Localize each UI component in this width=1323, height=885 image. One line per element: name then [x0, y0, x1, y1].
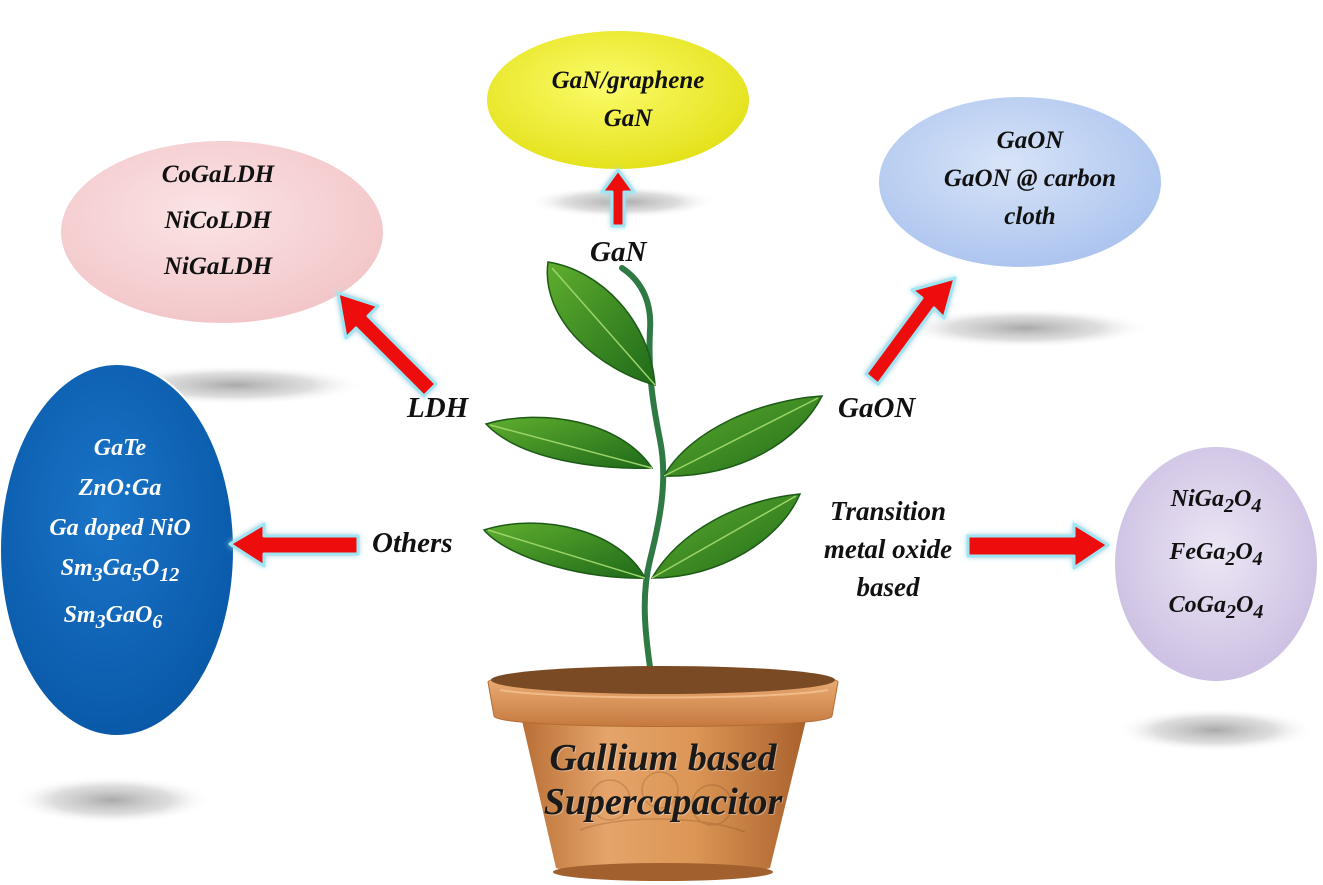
arrow-to-tmo — [966, 522, 1110, 570]
leaf-left-upper-vein — [489, 424, 653, 469]
label-transition-metal-oxide: Transition metal oxide based — [808, 492, 968, 606]
pot-base — [553, 863, 773, 881]
label-tmo-line2: metal oxide — [823, 534, 953, 564]
label-ldh: LDH — [407, 392, 469, 424]
others-item: ZnO:Ga — [78, 475, 162, 501]
leaf-right-upper-vein — [663, 397, 819, 477]
others-item-sm3gao6: Sm3GaO6 — [63, 601, 163, 633]
pot-title: Gallium based Supercapacitor — [510, 736, 816, 824]
ldh-bubble — [59, 139, 385, 325]
gaon-bubble-text: GaON GaON @ carbon cloth — [920, 122, 1140, 236]
pot-relief-pattern — [579, 771, 746, 833]
others-bubble-text: GaTe ZnO:Ga Ga doped NiO Sm3Ga5O12 Sm3Ga… — [20, 428, 220, 642]
tmo-item-coga2o4: CoGa2O4 — [1168, 591, 1264, 623]
tmo-bubble-text: NiGa2O4 FeGa2O4 CoGa2O4 — [1136, 476, 1296, 634]
others-bubble — [0, 363, 235, 737]
flower-pot — [487, 666, 839, 881]
leaf-left-upper — [484, 416, 654, 469]
label-others: Others — [372, 527, 453, 559]
tmo-item-niga2o4: NiGa2O4 — [1170, 486, 1262, 517]
pot-rim-highlight — [499, 689, 829, 699]
label-gaon: GaON — [838, 392, 916, 424]
gaon-item: cloth — [1004, 203, 1056, 230]
gan-bubble-text: GaN/graphene GaN — [518, 62, 738, 138]
gan-item: GaN/graphene — [551, 67, 705, 94]
pot-title-line1: Gallium based — [549, 737, 777, 779]
others-item: GaTe — [93, 435, 147, 461]
plant-stem — [619, 265, 667, 691]
pot-title-line2: Supercapacitor — [543, 781, 783, 823]
gaon-bubble-shadow — [900, 308, 1150, 348]
ldh-item: NiGaLDH — [163, 253, 273, 280]
others-bubble-shadow — [12, 776, 212, 824]
arrow-to-gan — [600, 168, 636, 228]
pot-soil — [491, 666, 835, 694]
leaf-right-lower-vein — [651, 495, 797, 579]
label-tmo-line1: Transition — [829, 496, 947, 526]
ldh-bubble-text: CoGaLDH NiCoLDH NiGaLDH — [118, 152, 318, 290]
gaon-item: GaON — [996, 127, 1064, 154]
arrow-to-ldh — [336, 291, 438, 398]
ldh-item: NiCoLDH — [164, 207, 272, 234]
plant-leaves — [482, 261, 824, 579]
others-item-sm3ga5o12: Sm3Ga5O12 — [60, 555, 180, 586]
leaf-left-lower-vein — [487, 529, 646, 579]
tmo-item-fega2o4: FeGa2O4 — [1169, 538, 1263, 570]
arrow-to-others — [228, 522, 360, 568]
gaon-bubble — [877, 95, 1163, 269]
gan-item: GaN — [603, 105, 653, 132]
label-gan: GaN — [590, 236, 647, 268]
others-item: Ga doped NiO — [49, 515, 191, 541]
tmo-bubble-shadow — [1115, 708, 1315, 752]
leaf-left-lower — [482, 522, 647, 579]
gaon-item: GaON @ carbon — [943, 165, 1117, 192]
ldh-item: CoGaLDH — [161, 161, 275, 188]
leaf-top-vein — [551, 267, 656, 386]
tmo-bubble — [1113, 445, 1319, 683]
pot-body — [520, 712, 808, 879]
label-tmo-line3: based — [856, 572, 920, 602]
arrow-to-gaon — [864, 276, 957, 386]
